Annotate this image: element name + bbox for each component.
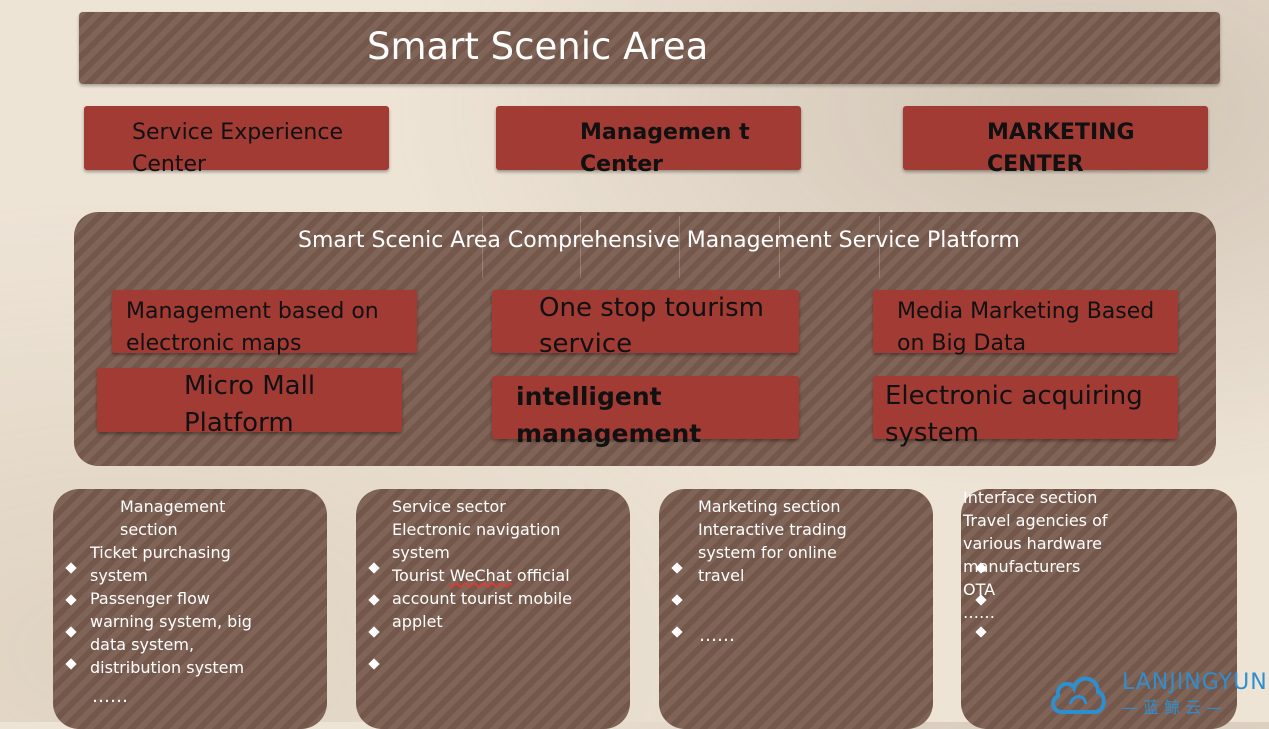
- bullet-icon: [671, 594, 683, 606]
- bullet-icon: [368, 562, 380, 574]
- marketing-center-label: MARKETING CENTER: [987, 120, 1135, 177]
- management-center-label: Managemen t Center: [580, 120, 750, 177]
- module-label: Management based on electronic maps: [126, 299, 379, 356]
- bullet-icon: [368, 626, 380, 638]
- item-wechat: WeChat: [449, 566, 512, 585]
- title-bar: Smart Scenic Area: [79, 12, 1220, 84]
- section-heading: Interface section Travel agencies of var…: [963, 488, 1108, 622]
- item-suffix: official account tourist mobile applet: [392, 566, 573, 631]
- section-heading: Management section: [120, 497, 226, 539]
- module-micro-mall: Micro Mall Platform: [97, 368, 402, 438]
- bullet-icon: [65, 594, 77, 606]
- management-center-box: Managemen t Center: [496, 106, 801, 177]
- marketing-section-panel: Marketing section Interactive trading sy…: [659, 489, 933, 729]
- page-title: Smart Scenic Area: [367, 25, 709, 68]
- divider: [879, 216, 880, 278]
- lanjingyun-logo: LANJINGYUN — 蓝 鲸 云 —: [1048, 668, 1269, 722]
- divider: [779, 216, 780, 278]
- platform-panel: Smart Scenic Area Comprehensive Manageme…: [74, 212, 1216, 466]
- logo-subtitle: — 蓝 鲸 云 —: [1122, 698, 1223, 717]
- module-electronic-maps: Management based on electronic maps: [112, 290, 417, 356]
- divider: [679, 216, 680, 278]
- platform-title: Smart Scenic Area Comprehensive Manageme…: [298, 228, 1020, 253]
- item-prefix: Tourist: [392, 566, 450, 585]
- divider: [580, 216, 581, 278]
- module-label: One stop tourism service: [539, 293, 764, 359]
- bullet-icon: [671, 562, 683, 574]
- management-section-panel: Management section Ticket purchasing sys…: [53, 489, 327, 729]
- bullet-icon: [65, 626, 77, 638]
- marketing-center-box: MARKETING CENTER: [903, 106, 1208, 177]
- module-electronic-acquiring: Electronic acquiring system: [873, 376, 1178, 448]
- section-heading: Marketing section Interactive trading sy…: [698, 497, 847, 585]
- module-intelligent-management: intelligent management: [492, 376, 799, 448]
- section-items: Tourist WeChat official account tourist …: [392, 564, 572, 633]
- section-ellipsis: ……: [699, 625, 735, 646]
- module-label: intelligent management: [516, 382, 702, 448]
- bullet-icon: [65, 562, 77, 574]
- section-items: Ticket purchasing system Passenger flow …: [90, 543, 252, 677]
- section-heading: Service sector Electronic navigation sys…: [392, 497, 561, 562]
- module-label: Electronic acquiring system: [885, 381, 1143, 448]
- bullet-icon: [368, 594, 380, 606]
- bullet-icon: [671, 626, 683, 638]
- cloud-logo-icon: [1051, 676, 1106, 714]
- module-label: Micro Mall Platform: [184, 371, 316, 438]
- service-experience-center-box: Service Experience Center: [84, 106, 389, 177]
- module-media-marketing: Media Marketing Based on Big Data: [873, 290, 1178, 356]
- service-experience-center-label: Service Experience Center: [132, 120, 343, 177]
- module-label: Media Marketing Based on Big Data: [897, 299, 1155, 356]
- section-ellipsis: ……: [92, 686, 128, 707]
- bullet-icon: [65, 658, 77, 670]
- bullet-icon: [975, 626, 987, 638]
- logo-name: LANJINGYUN: [1122, 670, 1268, 695]
- divider: [482, 216, 483, 278]
- module-one-stop-tourism: One stop tourism service: [492, 290, 799, 359]
- bullet-icon: [368, 658, 380, 670]
- service-sector-panel: Service sector Electronic navigation sys…: [356, 489, 630, 729]
